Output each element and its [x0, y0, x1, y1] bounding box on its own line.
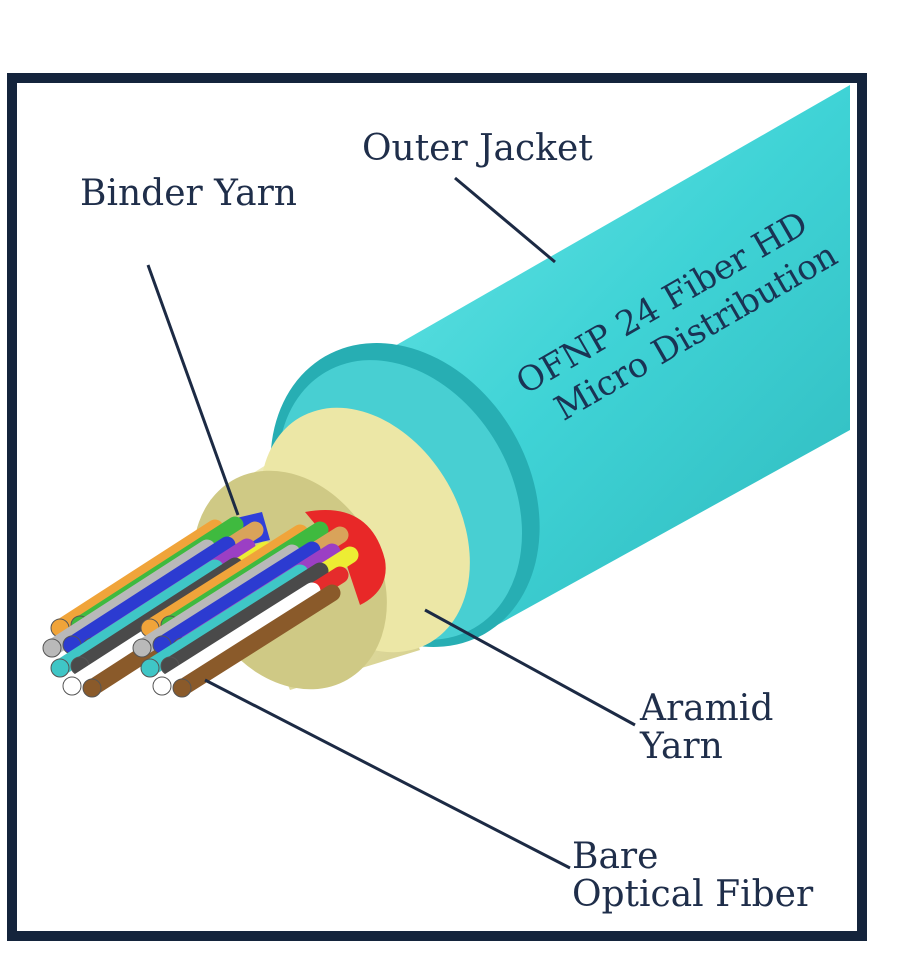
fiber-strand: [153, 541, 321, 654]
frame-border: [7, 73, 867, 941]
fiber-strand: [141, 564, 309, 677]
fiber-end: [82, 678, 102, 698]
fiber-strand: [51, 559, 224, 677]
label-bare-line-2: Optical Fiber: [572, 873, 814, 915]
fiber-bundle: [42, 516, 359, 698]
fiber-end: [172, 678, 192, 698]
fiber-strand: [153, 582, 321, 695]
leader-bare-fiber: [204, 678, 571, 870]
label-bare-optical-fiber: Bare Optical Fiber: [572, 838, 813, 914]
fiber-end: [62, 676, 82, 696]
label-aramid-line-1: Aramid: [640, 688, 774, 729]
label-outer-jacket: Outer Jacket: [362, 128, 593, 169]
fiber-strand: [161, 562, 329, 675]
fiber-strand: [173, 584, 341, 697]
fiber-end: [42, 638, 62, 658]
leader-outer-jacket: [454, 176, 556, 264]
label-aramid-yarn: Aramid Yarn: [640, 690, 773, 766]
fiber-end: [132, 638, 152, 658]
leader-binder-yarn: [146, 264, 240, 516]
fiber-end: [50, 658, 70, 678]
label-bare-line-1: Bare: [572, 836, 659, 877]
fiber-end: [152, 676, 172, 696]
fiber-strand: [63, 536, 236, 654]
leader-aramid-yarn: [424, 608, 636, 727]
label-aramid-line-2: Yarn: [640, 725, 723, 767]
leader-lines: [146, 176, 636, 870]
label-binder-yarn: Binder Yarn: [80, 173, 297, 214]
fiber-end: [140, 658, 160, 678]
